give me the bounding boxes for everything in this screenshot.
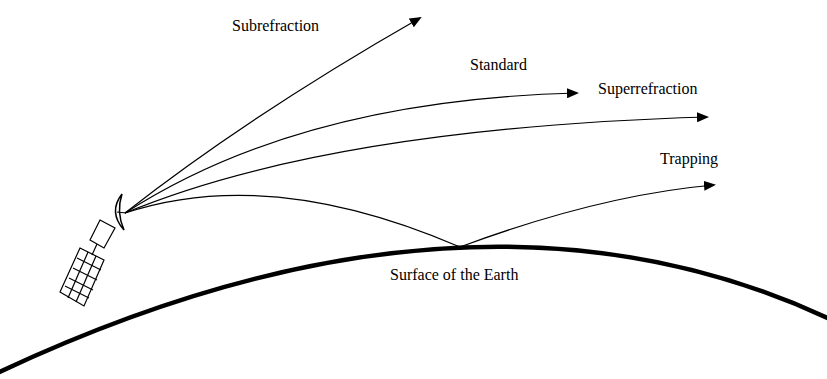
ray-label: Trapping	[660, 150, 718, 168]
ray-label: Standard	[470, 56, 527, 74]
ray-label: Superrefraction	[598, 80, 698, 98]
trapping-ray	[125, 185, 714, 247]
ray-label: Subrefraction	[232, 17, 319, 35]
subrefraction-ray	[125, 18, 420, 213]
surface-label: Surface of the Earth	[390, 266, 518, 284]
radar-tower	[60, 220, 115, 306]
dish-feed	[117, 212, 126, 213]
earth-surface	[0, 247, 827, 374]
standard-ray	[125, 93, 577, 213]
superrefraction-ray	[125, 117, 707, 213]
